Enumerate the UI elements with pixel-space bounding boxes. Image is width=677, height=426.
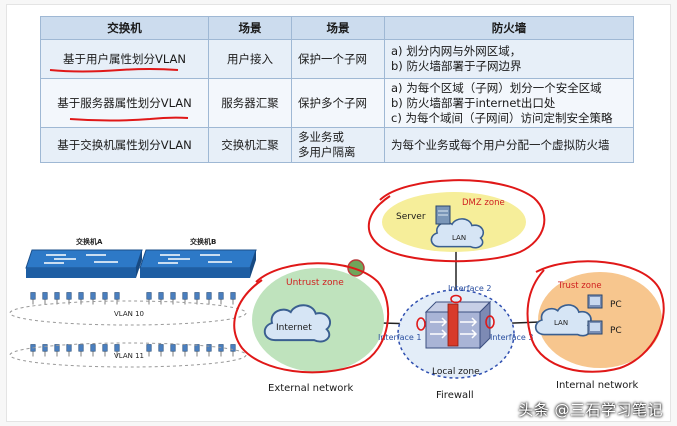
internal-network-label: Internal network xyxy=(556,380,639,391)
cell-scenario-2: 保护一个子网 xyxy=(291,39,385,79)
vlan-11-ring xyxy=(9,342,247,368)
cell-scenario-2: 多业务或 多用户隔离 xyxy=(291,127,385,163)
server-icon xyxy=(435,205,451,225)
vlan-11-label: VLAN 11 xyxy=(114,352,144,360)
cell-scenario: 服务器汇聚 xyxy=(208,78,292,128)
header-switch: 交换机 xyxy=(40,16,209,40)
firewall-line: b) 防火墙部署于internet出口处 xyxy=(391,95,556,110)
firewall-line: b) 防火墙部署于子网边界 xyxy=(391,59,522,73)
cell-switch: 基于交换机属性划分VLAN xyxy=(40,127,209,163)
firewall-line: a) 为每个区域（子网）划分一个安全区域 xyxy=(391,80,602,95)
cell-scenario: 用户接入 xyxy=(208,39,292,79)
switch-b-label: 交换机B xyxy=(190,237,216,246)
pc-label: PC xyxy=(610,326,622,336)
pc-label: PC xyxy=(610,300,622,310)
pc-icon xyxy=(587,294,603,335)
local-zone-label: Local zone xyxy=(432,367,480,377)
red-circle-dmz xyxy=(367,179,546,263)
red-circle-internal xyxy=(526,260,665,373)
red-underline xyxy=(49,68,179,73)
untrust-zone-label: Untrust zone xyxy=(286,278,344,288)
cell-scenario-2: 保护多个子网 xyxy=(291,78,385,128)
dmz-lan-label: LAN xyxy=(452,234,466,242)
switch-a xyxy=(25,249,143,278)
server-label: Server xyxy=(396,212,426,222)
external-network-label: External network xyxy=(268,383,353,394)
vlan-10-label: VLAN 10 xyxy=(114,310,144,318)
interface-1-marker xyxy=(416,317,426,331)
switch-a-label: 交换机A xyxy=(76,237,103,246)
red-underline xyxy=(69,116,189,122)
interface-3-label: Interface 3 xyxy=(490,333,533,342)
trust-zone-label: Trust zone xyxy=(557,281,602,291)
trust-lan-label: LAN xyxy=(554,319,568,327)
firewall-line: a) 划分内网与外网区域， xyxy=(391,44,522,58)
cell-firewall: 为每个业务或每个用户分配一个虚拟防火墙 xyxy=(384,127,634,163)
firewall-label: Firewall xyxy=(436,390,474,401)
dmz-zone-label: DMZ zone xyxy=(462,198,505,208)
switch-b xyxy=(139,249,257,278)
table-row: 基于交换机属性划分VLAN 交换机汇聚 多业务或 多用户隔离 为每个业务或每个用… xyxy=(40,127,634,163)
interface-1-label: Interface 1 xyxy=(378,333,421,342)
watermark: 头条 @三石学习笔记 xyxy=(518,401,663,419)
interface-3-marker xyxy=(485,315,495,329)
header-firewall: 防火墙 xyxy=(384,16,634,40)
interface-2-marker xyxy=(450,294,462,304)
red-circle-external xyxy=(233,262,390,374)
header-scenario: 场景 xyxy=(208,16,292,40)
switch-ports-row-1 xyxy=(30,292,236,305)
header-scenario-2: 场景 xyxy=(291,16,385,40)
firewall-icon xyxy=(424,300,492,350)
cell-firewall: a) 为每个区域（子网）划分一个安全区域 b) 防火墙部署于internet出口… xyxy=(384,78,634,128)
firewall-line: c) 为每个域间（子网间）访问定制安全策略 xyxy=(391,110,613,125)
cell-firewall: a) 划分内网与外网区域， b) 防火墙部署于子网边界 xyxy=(384,39,634,79)
internet-label: Internet xyxy=(276,323,312,333)
cell-scenario: 交换机汇聚 xyxy=(208,127,292,163)
interface-2-label: Interface 2 xyxy=(448,284,491,293)
trust-zone-area xyxy=(538,272,662,368)
vlan-10-ring xyxy=(9,300,247,326)
table-header-row: 交换机 场景 场景 防火墙 xyxy=(40,16,634,40)
